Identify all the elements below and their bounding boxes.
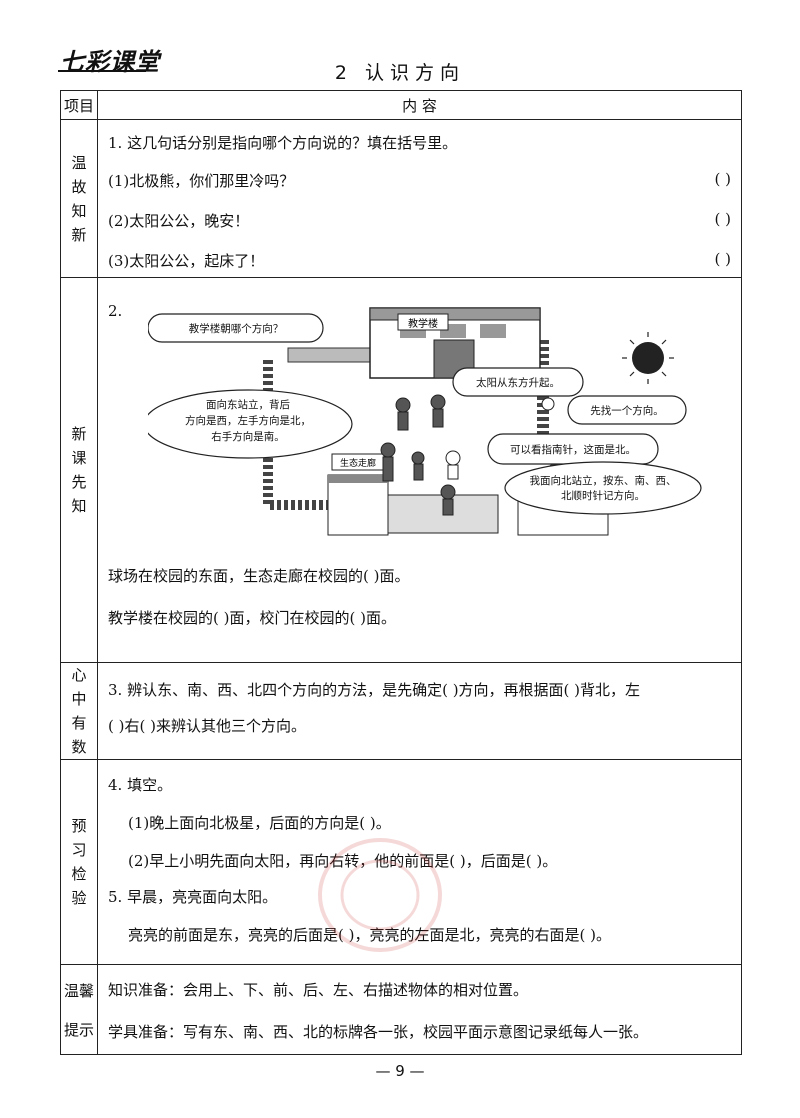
tips-label-1: 温馨 <box>63 981 94 1000</box>
bubble-3-text: 先找一个方向。 <box>590 404 664 417</box>
mind-row: 心中有数 3. 辨认东、南、西、北四个方向的方法，是先确定( )方向，再根据面(… <box>60 662 742 760</box>
question-1-item-2: (2)太阳公公，晚安！ <box>108 212 250 230</box>
tips-label-cell: 温馨 提示 <box>60 964 98 1055</box>
preview-label: 预习检验 <box>71 817 87 907</box>
answer-blank-2[interactable]: ( ) <box>714 210 731 228</box>
bubble-5-text: 可以看指南针，这面是北。 <box>510 443 636 456</box>
col-header-content: 内 容 <box>97 90 742 120</box>
question-1-item-1: (1)北极熊，你们那里冷吗？ <box>108 172 295 190</box>
preview-content: 4. 填空。 (1)晚上面向北极星，后面的方向是( )。 (2)早上小明先面向太… <box>97 759 742 965</box>
review-label-cell: 温故知新 <box>60 119 98 278</box>
new-lesson-label-cell: 新课先知 <box>60 277 98 663</box>
new-lesson-content: 2. 教学楼 <box>97 277 742 663</box>
bubble-3-shape <box>567 395 687 425</box>
col-header-item: 项目 <box>60 90 98 120</box>
review-content: 1. 这几句话分别是指向哪个方向说的？填在括号里。 (1)北极熊，你们那里冷吗？… <box>97 119 742 278</box>
page-number: — 9 — <box>375 1062 425 1080</box>
logo-underline <box>58 70 146 72</box>
sun-icon <box>622 332 674 384</box>
new-lesson-row: 新课先知 2. 教学楼 <box>60 277 742 663</box>
answer-blank-3[interactable]: ( ) <box>714 250 731 268</box>
new-lesson-label: 新课先知 <box>71 425 87 515</box>
bubble-1-shape <box>148 313 324 343</box>
bubble-4-line-1: 面向东站立，背后 <box>206 398 290 411</box>
campus-illustration: 教学楼 生态走廊 <box>148 307 702 536</box>
bubble-4-line-3: 右手方向是南。 <box>211 430 285 443</box>
building-sign: 教学楼 <box>408 317 438 330</box>
preview-label-cell: 预习检验 <box>60 759 98 965</box>
mind-label-cell: 心中有数 <box>60 662 98 760</box>
question-2: 2. <box>108 302 123 320</box>
question-3-line-2: ( )右( )来辨认其他三个方向。 <box>108 717 306 735</box>
question-1: 1. 这几句话分别是指向哪个方向说的？填在括号里。 <box>108 134 458 152</box>
bubble-4-shape <box>148 389 353 459</box>
tips-materials: 学具准备：写有东、南、西、北的标牌各一张，校园平面示意图记录纸每人一张。 <box>108 1023 649 1041</box>
bubble-2-text: 太阳从东方升起。 <box>476 376 560 389</box>
answer-blank-1[interactable]: ( ) <box>714 170 731 188</box>
new-lesson-line-2: 教学楼在校园的( )面，校门在校园的( )面。 <box>108 609 396 627</box>
teaching-building: 教学楼 <box>369 307 541 379</box>
bubble-4-line-2: 方向是西，左手方向是北， <box>185 414 311 427</box>
bubble-6-line-2: 北顺时针记方向。 <box>561 489 645 502</box>
question-5: 5. 早晨，亮亮面向太阳。 <box>108 888 278 906</box>
bubble-1-text: 教学楼朝哪个方向？ <box>189 322 284 335</box>
table-header-row: 项目 内 容 <box>60 90 742 120</box>
question-4-2: (2)早上小明先面向太阳，再向右转，他的前面是( )，后面是( )。 <box>128 852 558 870</box>
new-lesson-line-1: 球场在校园的东面，生态走廊在校园的( )面。 <box>108 567 410 585</box>
bubble-2-shape <box>452 367 584 397</box>
watermark-stamp <box>318 838 442 952</box>
question-4-1: (1)晚上面向北极星，后面的方向是( )。 <box>128 814 391 832</box>
eco-corridor-building: 生态走廊 <box>327 453 389 536</box>
preview-row: 预习检验 4. 填空。 (1)晚上面向北极星，后面的方向是( )。 (2)早上小… <box>60 759 742 965</box>
children-figures <box>380 394 555 516</box>
question-1-item-3: (3)太阳公公，起床了！ <box>108 252 265 270</box>
tips-content: 知识准备：会用上、下、前、后、左、右描述物体的相对位置。 学具准备：写有东、南、… <box>97 964 742 1055</box>
worksheet-table: 项目 内 容 温故知新 1. 这几句话分别是指向哪个方向说的？填在括号里。 (1… <box>60 90 742 1055</box>
question-3-line-1: 3. 辨认东、南、西、北四个方向的方法，是先确定( )方向，再根据面( )背北，… <box>108 681 641 699</box>
bubble-6-line-1: 我面向北站立，按东、南、西、 <box>530 474 677 487</box>
tips-row: 温馨 提示 知识准备：会用上、下、前、后、左、右描述物体的相对位置。 学具准备：… <box>60 964 742 1055</box>
question-4: 4. 填空。 <box>108 776 173 794</box>
mind-content: 3. 辨认东、南、西、北四个方向的方法，是先确定( )方向，再根据面( )背北，… <box>97 662 742 760</box>
tips-knowledge: 知识准备：会用上、下、前、后、左、右描述物体的相对位置。 <box>108 981 529 999</box>
tips-label-2: 提示 <box>63 1020 94 1039</box>
corridor-sign: 生态走廊 <box>340 457 376 469</box>
review-row: 温故知新 1. 这几句话分别是指向哪个方向说的？填在括号里。 (1)北极熊，你们… <box>60 119 742 278</box>
mind-label: 心中有数 <box>71 666 87 756</box>
page-title: 2 认识方向 <box>334 62 466 84</box>
bubble-6-shape <box>504 461 702 515</box>
review-label: 温故知新 <box>71 153 87 244</box>
question-5-1: 亮亮的前面是东，亮亮的后面是( )，亮亮的左面是北，亮亮的右面是( )。 <box>128 926 611 944</box>
